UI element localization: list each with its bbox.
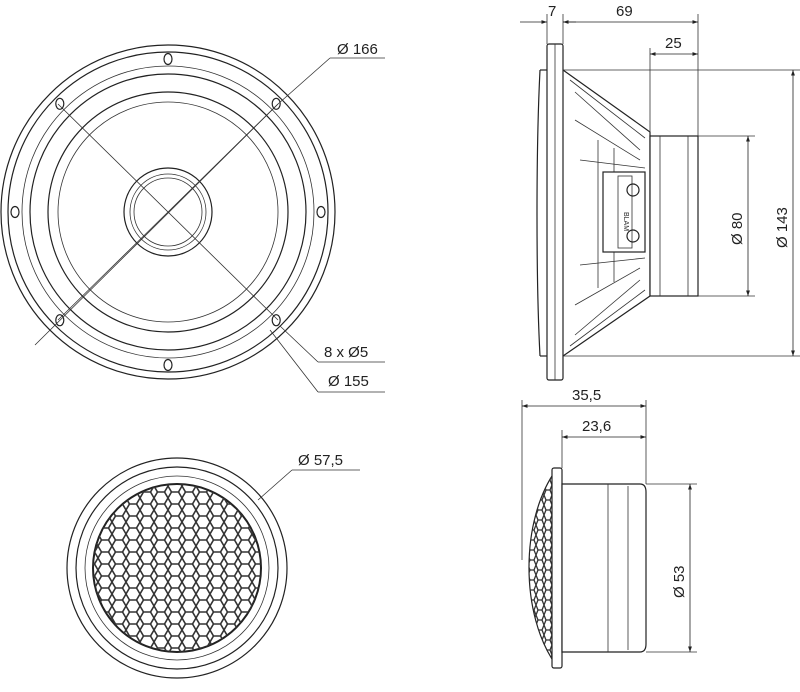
- basket-spoke: [574, 119, 641, 161]
- tweeter-front-view: Ø 57,5: [66, 452, 360, 679]
- terminal-screw-bottom: [626, 229, 640, 243]
- dim-cutout-diameter: Ø 143: [774, 207, 791, 248]
- mounting-hole: [10, 205, 20, 219]
- basket-spoke: [579, 159, 646, 169]
- dim-magnet-diameter: Ø 80: [729, 212, 746, 245]
- mounting-hole: [163, 358, 173, 372]
- tweeter-side-view: 35,5 23,6 Ø 53: [521, 387, 697, 669]
- mounting-hole: [55, 97, 65, 110]
- woofer-outer-rim: [0, 44, 336, 380]
- basket-spoke: [579, 257, 646, 266]
- dim-tweeter-outer-diameter: Ø 57,5: [298, 452, 343, 469]
- tweeter-body: [561, 483, 647, 653]
- woofer-front-view: Ø 166 8 x Ø5 Ø 155: [0, 41, 385, 393]
- basket-spoke: [574, 91, 641, 151]
- mounting-holes: [10, 52, 326, 372]
- terminal-screw-top: [626, 183, 640, 197]
- tweeter-flange: [551, 467, 563, 669]
- basket-spoke: [574, 279, 641, 336]
- dim-woofer-outer-diameter: Ø 166: [337, 41, 378, 58]
- woofer-dust-cap: [123, 167, 213, 257]
- dim-tweeter-total-depth: 35,5: [572, 387, 601, 404]
- terminal-label: BLAM: [622, 212, 629, 231]
- dim-flange-thickness: 7: [548, 3, 556, 20]
- woofer-magnet: [649, 135, 699, 297]
- tweeter-outer-ring: [66, 457, 288, 679]
- woofer-side-view: BLAM 7 69 25 Ø 80 Ø 143: [520, 3, 800, 381]
- dim-tweeter-body-diameter: Ø 53: [671, 565, 688, 598]
- dim-bolt-circle: Ø 155: [328, 373, 369, 390]
- dim-magnet-depth: 25: [665, 35, 682, 52]
- mounting-hole: [163, 52, 173, 66]
- dim-mounting-holes: 8 x Ø5: [324, 344, 368, 361]
- dim-tweeter-body-depth: 23,6: [582, 418, 611, 435]
- woofer-surround: [47, 91, 289, 333]
- basket-spoke: [574, 267, 641, 306]
- mounting-hole: [271, 97, 281, 110]
- dim-total-depth: 69: [616, 3, 633, 20]
- mounting-hole: [271, 314, 281, 327]
- mounting-hole: [316, 205, 326, 219]
- mounting-hole: [55, 314, 65, 327]
